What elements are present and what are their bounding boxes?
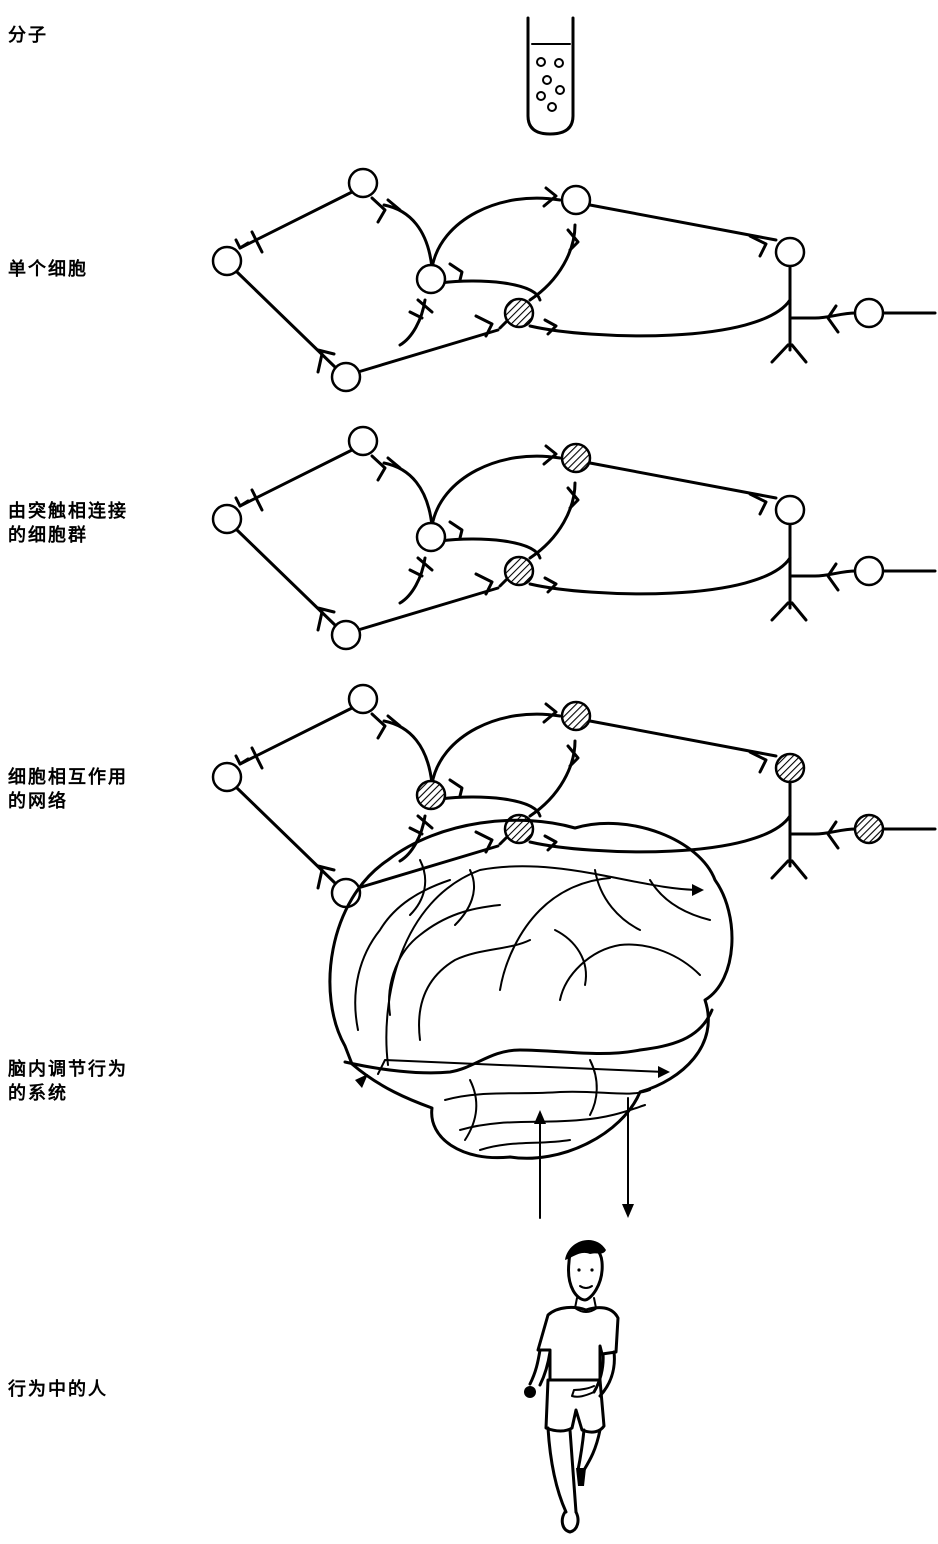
neuron-soma-a [349, 685, 377, 713]
synapse [318, 870, 322, 888]
neuron-soma-e [562, 444, 590, 472]
synapse [318, 612, 322, 630]
neuron-network-interaction [213, 685, 935, 907]
synapse [236, 498, 248, 506]
synapse [236, 756, 248, 764]
synapse [772, 603, 788, 620]
axon [384, 721, 432, 784]
neuron-soma-e [562, 702, 590, 730]
synapse [792, 861, 806, 878]
neuron-soma-g [855, 299, 883, 327]
neuron-soma-h [213, 763, 241, 791]
synapse [372, 456, 385, 480]
axon [384, 205, 432, 268]
axon [440, 539, 540, 558]
axon [358, 588, 498, 630]
axon [590, 721, 776, 756]
axon [790, 829, 856, 834]
neuron-soma-c [505, 299, 533, 327]
synapse [372, 714, 385, 738]
synapse [828, 306, 838, 332]
axon [530, 300, 790, 336]
neuron-soma-h [213, 505, 241, 533]
axon [432, 714, 560, 784]
test-tube-icon [528, 18, 573, 134]
axon [358, 330, 498, 372]
synapse [792, 603, 806, 620]
synapse [450, 780, 462, 796]
neuron-soma-f [776, 238, 804, 266]
neuron-soma-h [213, 247, 241, 275]
neuron-soma-d [332, 363, 360, 391]
axon [530, 558, 790, 594]
axon [432, 198, 560, 268]
neuron-network-synaptic-group [213, 427, 935, 649]
neuron-network-single-cell [213, 169, 935, 391]
synapse [828, 564, 838, 590]
neuron-soma-d [332, 621, 360, 649]
neuron-soma-f [776, 496, 804, 524]
brain-illustration [330, 820, 732, 1218]
synapse [450, 522, 462, 538]
axon [530, 741, 575, 816]
synapse [450, 264, 462, 280]
axon [384, 463, 432, 526]
synapse [772, 345, 788, 362]
neuron-soma-e [562, 186, 590, 214]
synapse [772, 861, 788, 878]
neuron-soma-g [855, 815, 883, 843]
neuron-soma-a [349, 169, 377, 197]
axon [432, 456, 560, 526]
neuron-soma-a [349, 427, 377, 455]
axon [440, 281, 540, 300]
axon [590, 205, 776, 240]
synapse [236, 240, 248, 248]
neuron-soma-f [776, 754, 804, 782]
neuron-soma-g [855, 557, 883, 585]
synapse [318, 354, 322, 372]
neuron-soma-c [505, 557, 533, 585]
axon [400, 558, 425, 603]
axon [790, 313, 856, 318]
neuron-soma-b [417, 523, 445, 551]
axon [440, 797, 540, 816]
axon [790, 571, 856, 576]
axon [590, 463, 776, 498]
axon [400, 300, 425, 345]
synapse [792, 345, 806, 362]
synapse [828, 822, 838, 848]
axon [530, 483, 575, 558]
running-person-illustration [524, 1240, 618, 1532]
neuron-soma-b [417, 265, 445, 293]
axon [530, 225, 575, 300]
synapse [372, 198, 385, 222]
neuron-soma-b [417, 781, 445, 809]
